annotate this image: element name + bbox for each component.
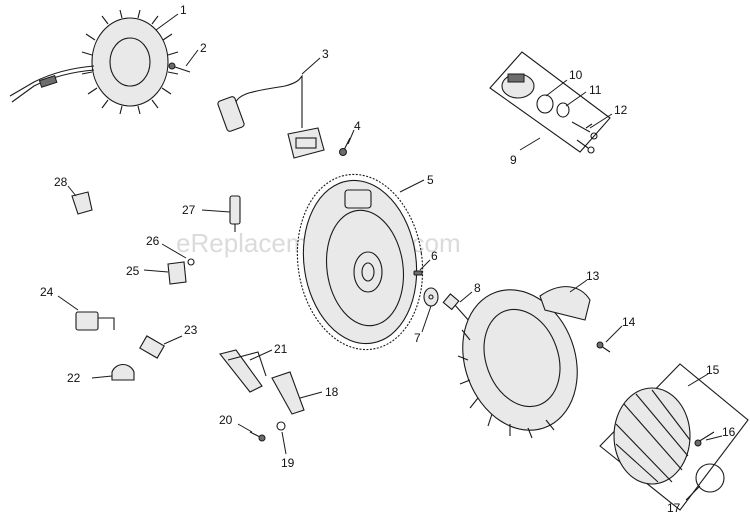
washer-part-26 (187, 258, 195, 266)
leader-lines (57, 13, 723, 501)
brake-assembly (219, 349, 305, 442)
callout-4: 4 (354, 119, 361, 133)
flywheel-part (296, 173, 424, 351)
blower-housing-part (457, 286, 591, 439)
ignition-module-part (217, 74, 325, 159)
clip-part-28 (71, 191, 93, 215)
screen-assembly (599, 363, 749, 511)
connector-part-23 (139, 335, 165, 359)
callout-27: 27 (182, 203, 196, 217)
callout-8: 8 (474, 281, 481, 295)
bolt-part-14 (596, 341, 611, 353)
callout-3: 3 (322, 47, 329, 61)
callout-7: 7 (414, 331, 421, 345)
key-part-6 (413, 270, 423, 276)
callout-16: 16 (722, 425, 736, 439)
rectifier-part-24 (75, 311, 115, 331)
key-switch-assembly (489, 51, 611, 154)
callout-12: 12 (614, 103, 628, 117)
callout-14: 14 (622, 315, 636, 329)
bracket-part-25 (167, 261, 187, 285)
callout-21: 21 (274, 342, 288, 356)
callout-26: 26 (146, 234, 160, 248)
clamp-part-22 (111, 363, 135, 381)
callout-10: 10 (569, 68, 583, 82)
callout-25: 25 (126, 264, 140, 278)
callout-20: 20 (219, 413, 233, 427)
callout-13: 13 (586, 269, 600, 283)
callout-9: 9 (510, 153, 517, 167)
callout-17: 17 (667, 501, 681, 515)
callout-15: 15 (706, 363, 720, 377)
callout-labels: 1 2 3 4 5 6 7 8 9 10 11 12 13 14 15 16 1… (40, 3, 736, 515)
callout-22: 22 (67, 371, 81, 385)
callout-18: 18 (325, 385, 339, 399)
callout-23: 23 (184, 323, 198, 337)
callout-1: 1 (180, 3, 187, 17)
callout-6: 6 (431, 249, 438, 263)
bolt-part-4 (339, 137, 351, 156)
spark-plug-part (229, 195, 241, 232)
callout-28: 28 (54, 175, 68, 189)
callout-2: 2 (200, 41, 207, 55)
washer-part-7 (423, 287, 439, 307)
callout-24: 24 (40, 285, 54, 299)
callout-19: 19 (281, 456, 295, 470)
callout-5: 5 (427, 173, 434, 187)
callout-11: 11 (589, 83, 602, 97)
screw-part-2 (168, 62, 191, 73)
flywheel-bolt-part (442, 293, 471, 323)
stator-part (9, 9, 179, 115)
